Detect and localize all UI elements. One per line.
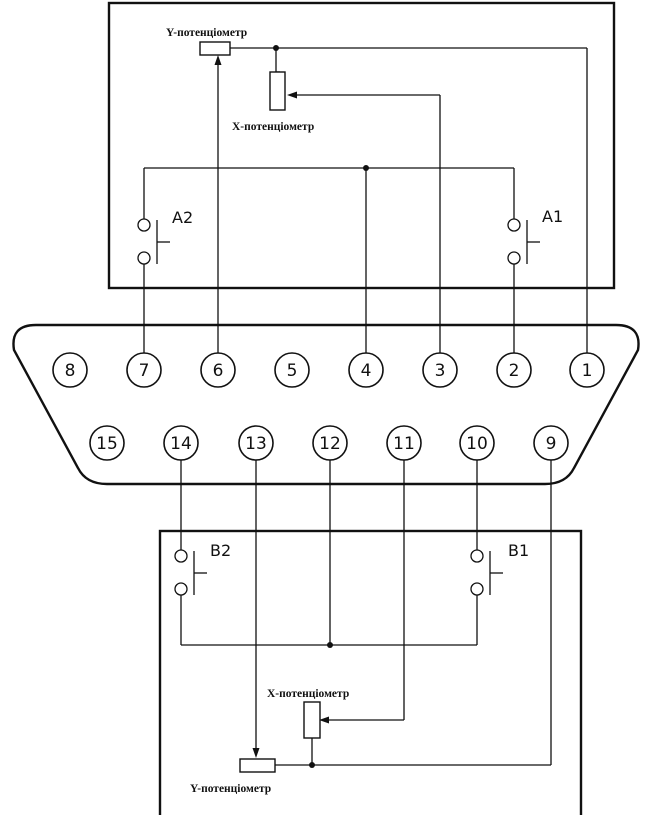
- joystick-a-box: [107, 1, 616, 290]
- pin-number: 1: [582, 361, 593, 381]
- pin-circle: [274, 352, 310, 388]
- pin-circle: [459, 425, 495, 461]
- pin-circle: [386, 425, 422, 461]
- button-a1-label: A1: [542, 207, 563, 226]
- pin-number: 3: [435, 361, 446, 381]
- y-pot-b-label: Y-потенціометр: [190, 783, 271, 795]
- x-potentiometer-b: [303, 701, 321, 739]
- pin-number: 6: [213, 361, 224, 381]
- pin-number: 15: [96, 434, 118, 454]
- x-pot-b-wiper-arrow: [319, 716, 329, 724]
- pin-number: 12: [319, 434, 341, 454]
- pin-circle: [163, 425, 199, 461]
- pin-7: 7: [126, 352, 162, 388]
- pin-circle: [348, 352, 384, 388]
- ground-b-junction: [327, 642, 333, 648]
- pin-circle: [89, 425, 125, 461]
- pin-6: 6: [200, 352, 236, 388]
- pin-10: 10: [459, 425, 495, 461]
- pin-number: 13: [245, 434, 267, 454]
- button-b2: [174, 549, 207, 596]
- pin-11: 11: [386, 425, 422, 461]
- y-potentiometer-a: [199, 41, 231, 56]
- pin-circle: [126, 352, 162, 388]
- button-b1: [470, 549, 503, 596]
- button-a2: [137, 218, 170, 265]
- pin-8: 8: [52, 352, 88, 388]
- pin-circle: [422, 352, 458, 388]
- y-pot-a-wiper-arrow: [214, 55, 222, 65]
- pin-circle: [533, 425, 569, 461]
- pin-2: 2: [496, 352, 532, 388]
- y-pot-a-label: Y-потенціометр: [166, 27, 247, 39]
- x-pot-a-label: X-потенціометр: [232, 121, 314, 133]
- pin-circle: [200, 352, 236, 388]
- x-pot-b-label: X-потенціометр: [267, 688, 349, 700]
- pin-3: 3: [422, 352, 458, 388]
- pin-12: 12: [312, 425, 348, 461]
- y-pot-b-wiper-arrow: [252, 748, 260, 758]
- pin-number: 7: [139, 361, 150, 381]
- button-b2-label: B2: [210, 541, 231, 560]
- pin-14: 14: [163, 425, 199, 461]
- pin-4: 4: [348, 352, 384, 388]
- x-potentiometer-a: [269, 71, 286, 111]
- pin-circle: [52, 352, 88, 388]
- pin-number: 9: [546, 434, 557, 454]
- pin-1: 1: [569, 352, 605, 388]
- joystick-b-wiring: [180, 460, 552, 768]
- joystick-a-wiring: [143, 45, 588, 353]
- connector-top-row: 8 7 6 5 4 3 2 1: [52, 352, 605, 388]
- pin-13: 13: [238, 425, 274, 461]
- pin-circle: [496, 352, 532, 388]
- pin-number: 10: [466, 434, 488, 454]
- pin-circle: [569, 352, 605, 388]
- pin-15: 15: [89, 425, 125, 461]
- db15-connector-shell: [12, 323, 640, 486]
- pin-5: 5: [274, 352, 310, 388]
- button-a2-label: A2: [172, 208, 193, 227]
- pin-circle: [238, 425, 274, 461]
- pin-circle: [312, 425, 348, 461]
- y-potentiometer-b: [239, 758, 276, 773]
- button-a1: [507, 218, 540, 265]
- button-b1-label: B1: [508, 541, 529, 560]
- pin-number: 4: [361, 361, 372, 381]
- connector-bottom-row: 15 14 13 12 11 10 9: [89, 425, 569, 461]
- pin-number: 11: [393, 434, 415, 454]
- x-pot-a-wiper-arrow: [287, 91, 297, 99]
- pin-9: 9: [533, 425, 569, 461]
- pin-number: 14: [170, 434, 192, 454]
- pin-number: 2: [509, 361, 520, 381]
- pin-number: 8: [65, 361, 76, 381]
- joystick-b-box: [158, 529, 583, 815]
- pin-number: 5: [287, 361, 298, 381]
